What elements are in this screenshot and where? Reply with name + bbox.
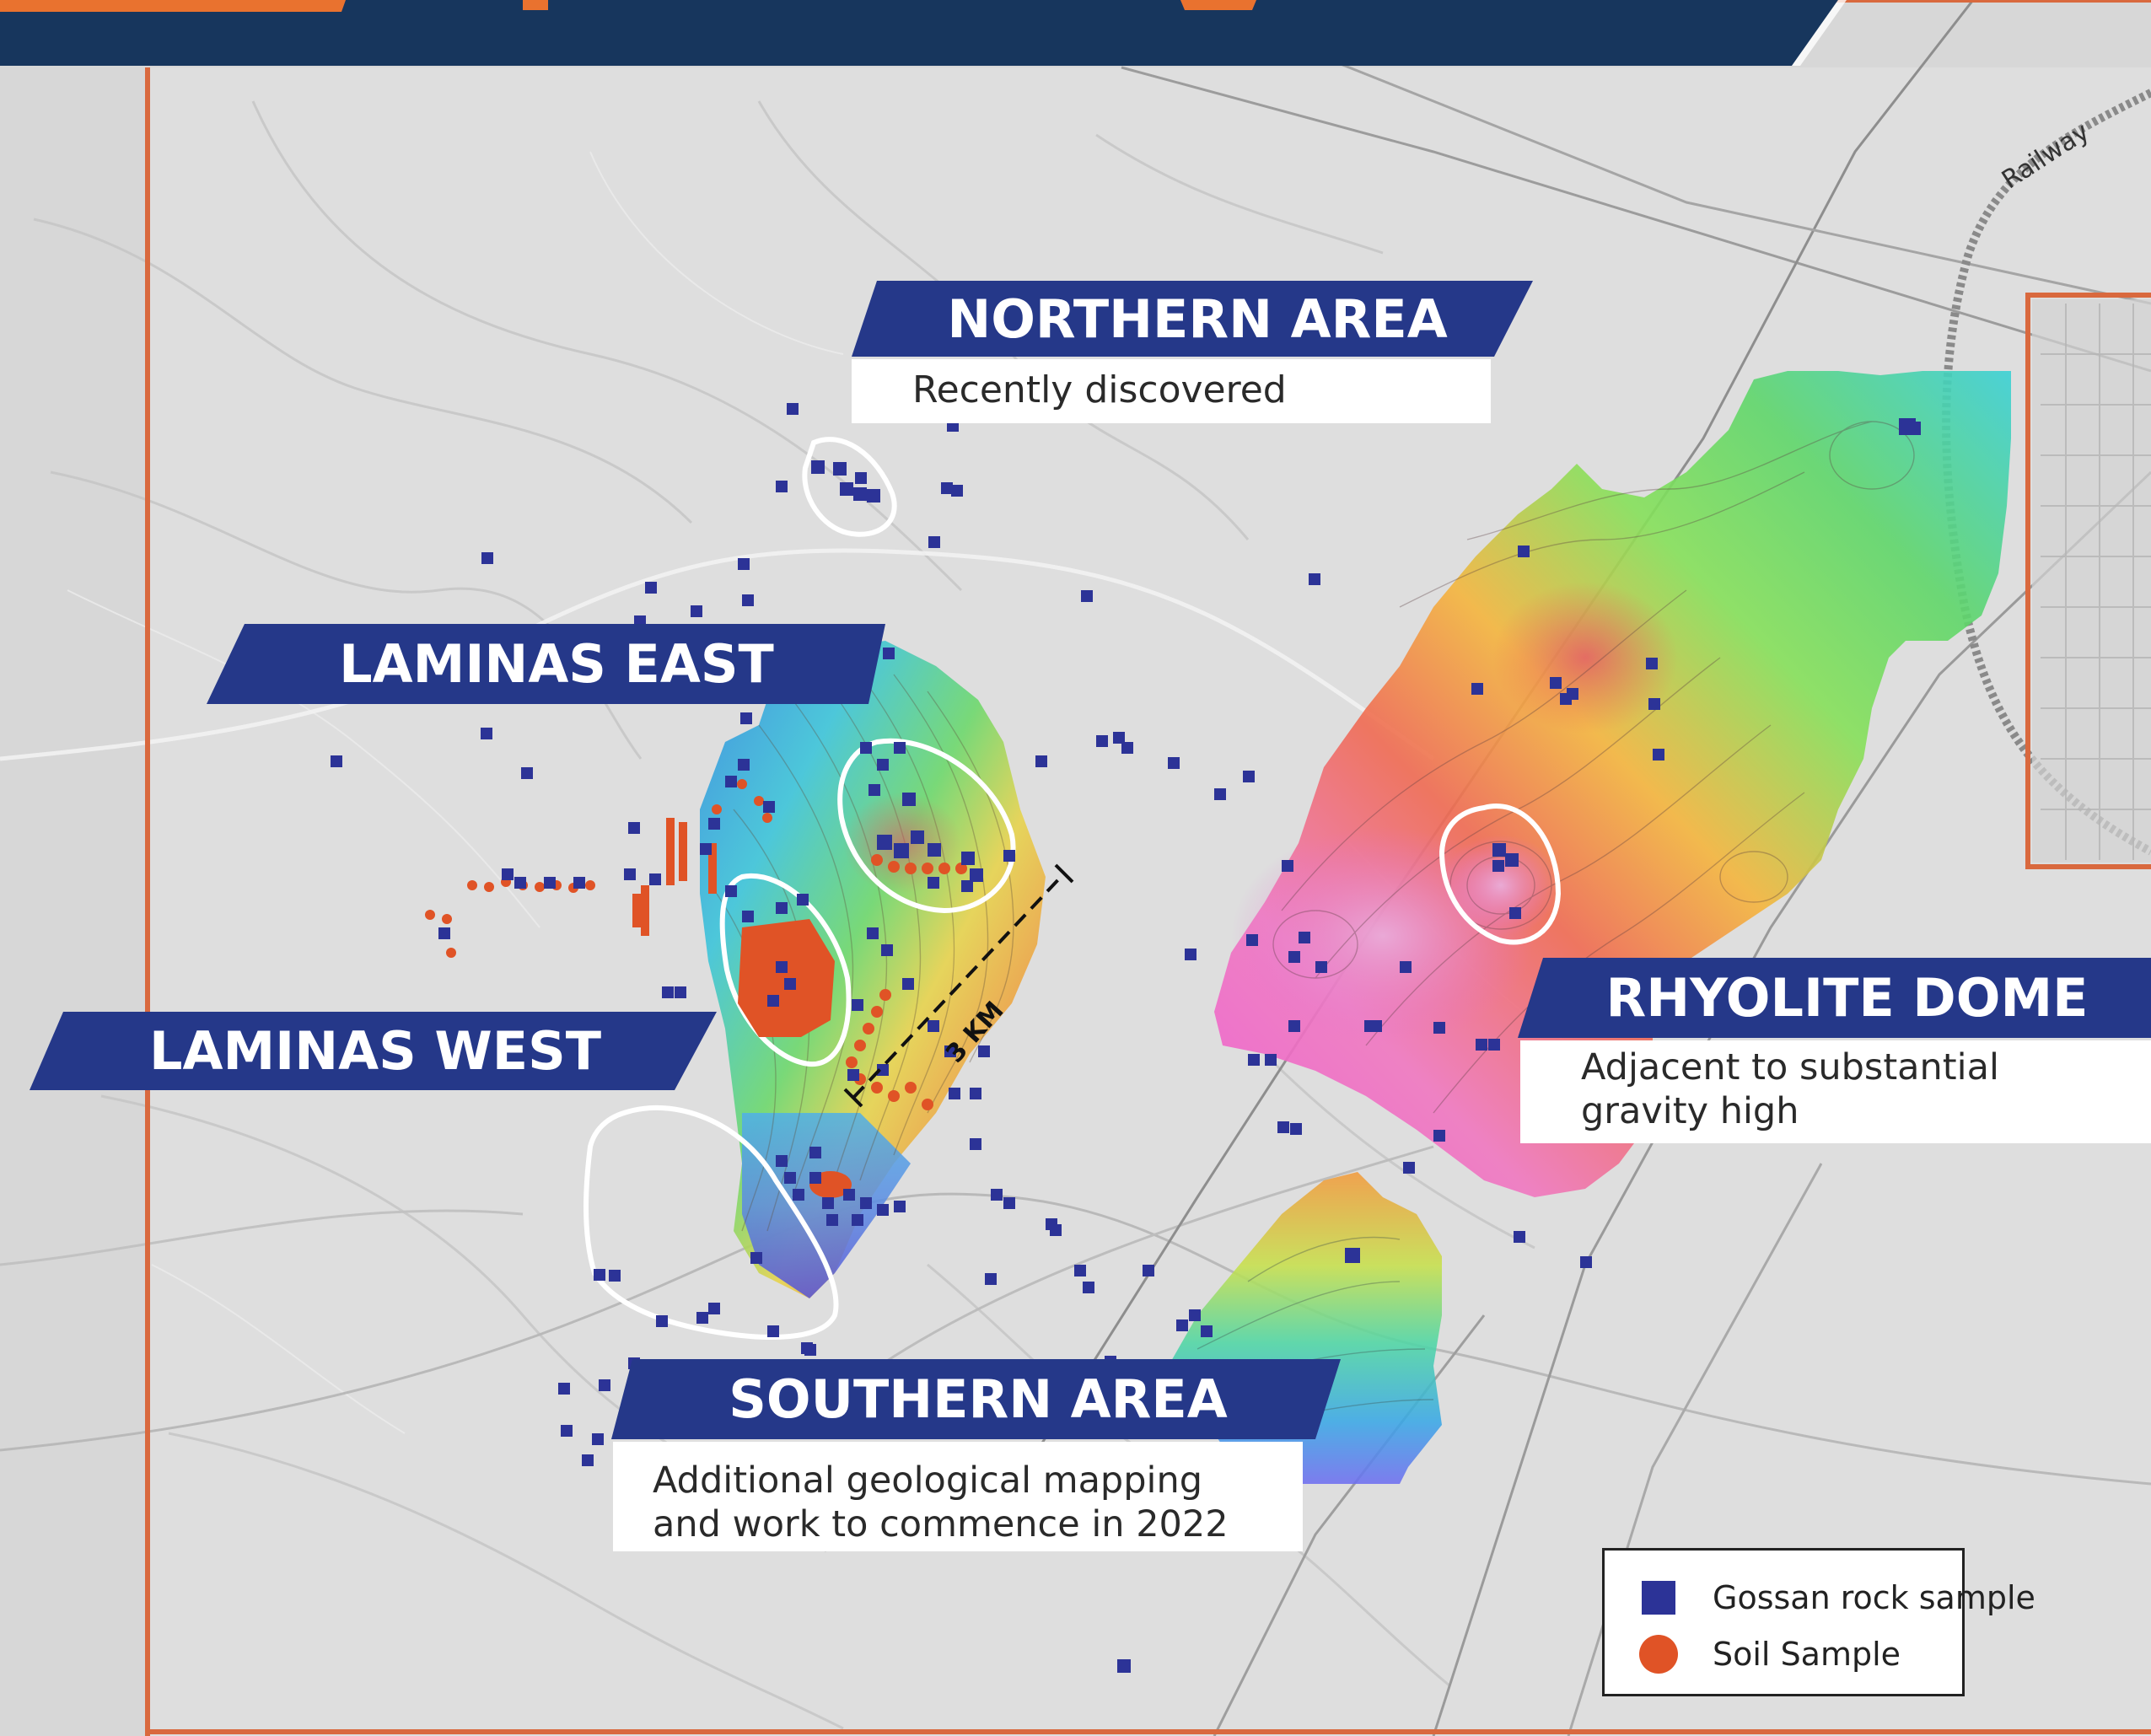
legend-item-soil: Soil Sample [1639,1635,1901,1674]
gossan-square-icon [1642,1581,1675,1615]
laminas-east-banner-bg [207,624,885,704]
laminas-east-target-outline [837,738,1016,914]
southern-note-line-1: Additional geological mapping [653,1459,1203,1502]
rhyolite-note-line-2: gravity high [1581,1090,1799,1133]
rhyolite-dome-note: Adjacent to substantial gravity high [1520,1040,2151,1143]
southern-note-line-2: and work to commence in 2022 [653,1503,1229,1546]
laminas-east-title: LAMINAS EAST [339,633,774,695]
southern-target-outline [583,1104,839,1340]
laminas-west-banner-bg [30,1012,717,1090]
rhyolite-banner-bg [1518,958,2151,1038]
rhyolite-note-line-1: Adjacent to substantial [1581,1046,1999,1088]
map-legend: Gossan rock sample Soil Sample [1602,1548,2035,1696]
terrain-ridges [33,100,1535,1730]
northern-banner-bg [852,281,1533,357]
northern-note-line-1: Recently discovered [912,368,1287,411]
southern-area-note: Additional geological mapping and work t… [613,1442,1303,1551]
tenement-boundary-east [2025,293,2151,869]
laminas-west-target-outline [719,873,852,1067]
legend-label-gossan: Gossan rock sample [1713,1579,2035,1616]
rhyolite-gravity-grid [1214,371,2011,1197]
legend-item-gossan: Gossan rock sample [1642,1579,2035,1616]
header-title-fragment [0,0,346,12]
rhyolite-target-outline [1438,804,1562,945]
southern-area-title: SOUTHERN AREA [729,1368,1228,1430]
northern-area-title: NORTHERN AREA [947,288,1448,350]
rhyolite-dome-title: RHYOLITE DOME [1605,967,2089,1029]
target-outlines [583,437,1562,1340]
soil-circle-icon [1639,1635,1678,1674]
scale-bar [843,863,1074,1108]
northern-target-outline [802,437,897,537]
southern-banner-bg [611,1359,1341,1439]
northern-area-note: Recently discovered [852,359,1491,423]
legend-label-soil: Soil Sample [1713,1636,1901,1673]
header-bar [0,0,1838,66]
laminas-west-title: LAMINAS WEST [148,1020,602,1082]
gossan-samples [331,403,1921,1673]
